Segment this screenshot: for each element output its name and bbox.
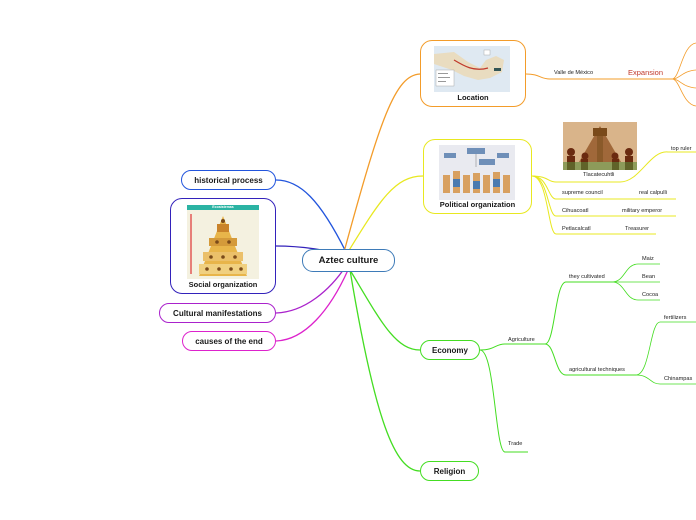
- topic-economy-label: Economy: [431, 345, 468, 355]
- topic-cultural-manifestations[interactable]: Cultural manifestations: [159, 303, 276, 323]
- social-image-title: Ecosistemas: [212, 205, 234, 209]
- topic-social-organization[interactable]: Ecosistemas Social organization: [170, 198, 276, 294]
- aztec-temple-icon: [563, 122, 637, 170]
- subtopic-top-ruler[interactable]: top ruler: [671, 146, 692, 152]
- location-map-image: [434, 46, 510, 92]
- subtopic-supreme-council[interactable]: supreme council: [562, 190, 603, 196]
- central-topic-label: Aztec culture: [318, 255, 379, 266]
- topic-historical-process[interactable]: historical process: [181, 170, 276, 190]
- map-icon: [434, 49, 504, 87]
- topic-cultural-manifestations-label: Cultural manifestations: [173, 308, 262, 318]
- topic-religion[interactable]: Religion: [420, 461, 479, 481]
- subtopic-treasurer[interactable]: Treasurer: [625, 226, 650, 232]
- topic-social-organization-label: Social organization: [188, 280, 258, 289]
- subtopic-tlacatecuhtli[interactable]: Tlacatecuhtli: [583, 172, 615, 178]
- tlacatecuhtli-image: [563, 122, 637, 170]
- topic-religion-label: Religion: [433, 466, 466, 476]
- central-topic[interactable]: Aztec culture: [302, 249, 395, 272]
- social-pyramid-image: Ecosistemas: [187, 205, 259, 279]
- link-location: [343, 73, 421, 253]
- subtopic-petlacalcatl[interactable]: Petlacalcatl: [562, 226, 591, 232]
- topic-economy[interactable]: Economy: [420, 340, 480, 360]
- link-economy: [349, 269, 421, 351]
- subtopic-chinampas[interactable]: Chinampas: [664, 376, 693, 382]
- subtopic-cocoa[interactable]: Cocoa: [642, 292, 659, 298]
- subtopic-trade[interactable]: Trade: [508, 441, 523, 447]
- subtopic-military-emperor[interactable]: military emperor: [622, 208, 663, 214]
- link-historical: [275, 179, 347, 253]
- subtopic-agriculture[interactable]: Agriculture: [508, 337, 535, 343]
- subtopic-expansion[interactable]: Expansion: [628, 68, 664, 77]
- topic-location-label: Location: [457, 93, 489, 102]
- topic-political-organization-label: Political organization: [439, 200, 516, 209]
- pyramid-icon: [190, 214, 247, 276]
- political-hierarchy-image: [439, 145, 515, 200]
- subtopic-valle-de-mexico[interactable]: Valle de México: [554, 70, 594, 76]
- subtopic-cihuacoatl[interactable]: Cihuacoatl: [562, 208, 589, 214]
- subtopic-maiz[interactable]: Maiz: [642, 256, 654, 262]
- subtopic-fertilizers[interactable]: fertilizers: [664, 315, 687, 321]
- hierarchy-icon: [443, 148, 510, 193]
- topic-causes-of-the-end[interactable]: causes of the end: [182, 331, 276, 351]
- subtopic-they-cultivated[interactable]: they cultivated: [569, 274, 605, 280]
- social-image-header: Ecosistemas: [187, 205, 259, 210]
- link-religion: [349, 269, 421, 472]
- link-political: [347, 175, 424, 253]
- topic-historical-process-label: historical process: [194, 175, 263, 185]
- topic-political-organization[interactable]: Political organization: [423, 139, 532, 214]
- topic-causes-of-the-end-label: causes of the end: [195, 336, 263, 346]
- link-cultural: [275, 265, 347, 314]
- link-causes: [275, 269, 349, 342]
- subtopic-agricultural-techniques[interactable]: agricultural techniques: [569, 367, 625, 373]
- topic-location[interactable]: Location: [420, 40, 526, 107]
- subtopic-real-calpulli[interactable]: real calpulli: [639, 190, 667, 196]
- subtopic-bean[interactable]: Bean: [642, 274, 656, 280]
